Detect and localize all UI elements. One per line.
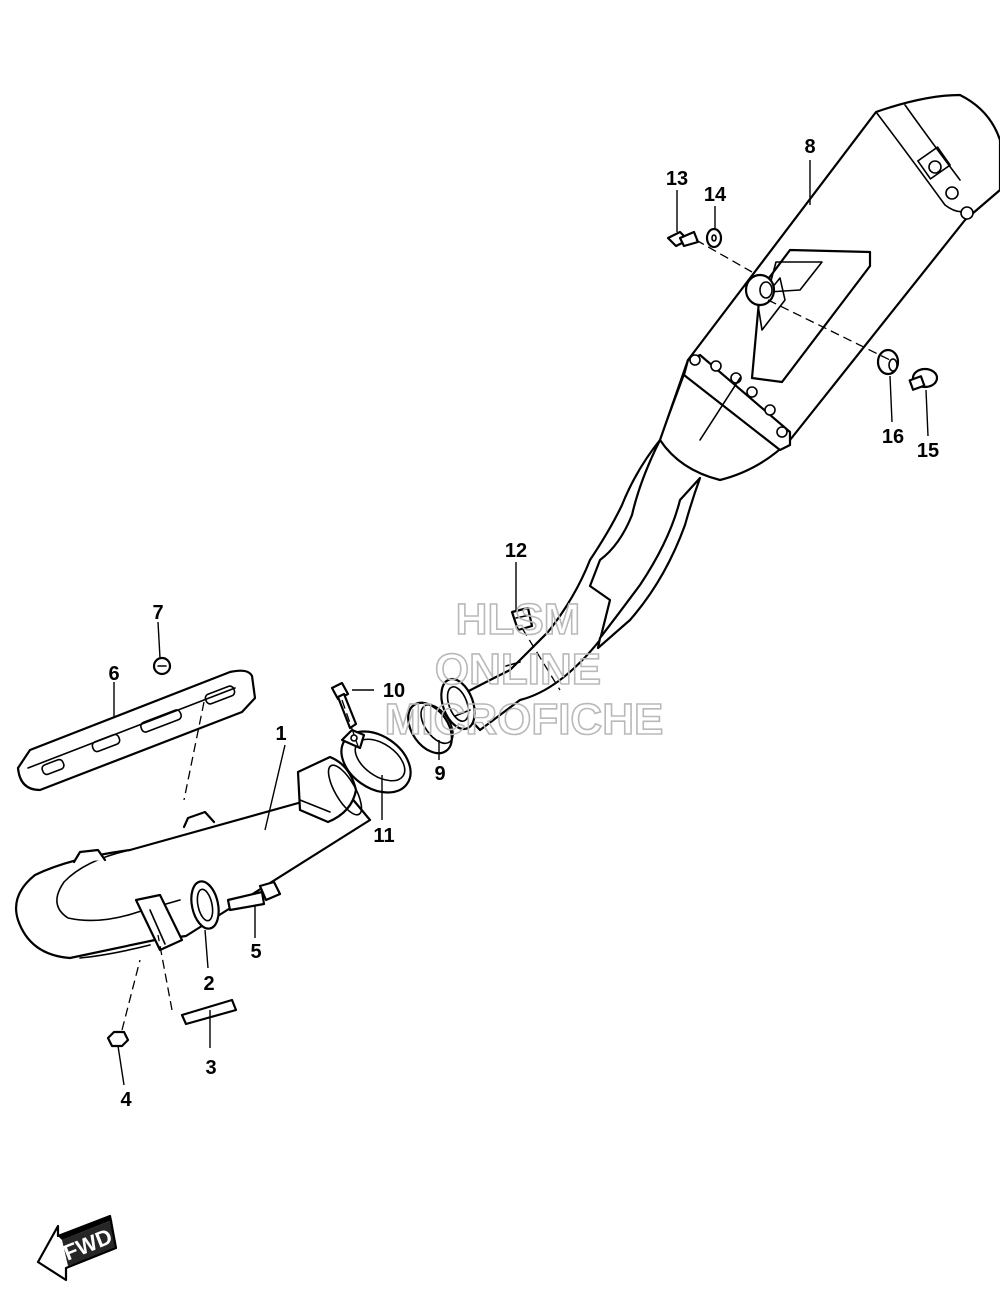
watermark-line-1: HLSM <box>456 595 581 644</box>
callout-12: 12 <box>505 540 527 562</box>
callout-10: 10 <box>383 680 405 702</box>
heat-shield-screw-part[interactable] <box>152 656 172 676</box>
collar-part[interactable] <box>908 367 939 391</box>
callout-6: 6 <box>108 663 119 685</box>
callout-13: 13 <box>666 168 688 190</box>
exhaust-pipe-part[interactable] <box>14 755 372 960</box>
leader-lines <box>113 160 929 1086</box>
callout-16: 16 <box>882 426 904 448</box>
callout-labels: 1 2 3 4 5 6 7 8 9 10 11 12 13 14 15 16 <box>108 136 939 1111</box>
connecting-pipe-part[interactable] <box>435 438 702 734</box>
callout-2: 2 <box>203 973 214 995</box>
callout-14: 14 <box>704 184 727 206</box>
callout-7: 7 <box>152 602 163 624</box>
muffler-part[interactable] <box>657 93 1000 482</box>
callout-11: 11 <box>373 825 394 847</box>
watermark: HLSM ONLINE MICROFICHE <box>384 594 664 745</box>
callout-5: 5 <box>250 941 261 963</box>
mount-bolt-part[interactable] <box>666 230 700 248</box>
assembly-lines <box>121 239 891 1031</box>
callout-8: 8 <box>804 136 815 158</box>
grommet-part[interactable] <box>876 348 900 376</box>
nut-part[interactable] <box>106 1030 130 1048</box>
joint-bolt-part[interactable] <box>510 606 534 632</box>
fwd-direction-badge: FWD <box>36 1214 118 1282</box>
washer-part[interactable] <box>705 227 723 249</box>
watermark-line-3: MICROFICHE <box>385 695 664 744</box>
callout-15: 15 <box>917 440 939 462</box>
callout-3: 3 <box>205 1057 216 1079</box>
pipe-gasket-part[interactable] <box>399 695 461 762</box>
callout-9: 9 <box>434 763 445 785</box>
watermark-line-2: ONLINE <box>435 645 601 694</box>
gasket-part[interactable] <box>187 879 222 931</box>
callout-4: 4 <box>120 1089 132 1111</box>
heat-shield-part[interactable] <box>16 669 257 792</box>
callout-1: 1 <box>275 723 286 745</box>
stud-bolt-part[interactable] <box>180 998 238 1026</box>
